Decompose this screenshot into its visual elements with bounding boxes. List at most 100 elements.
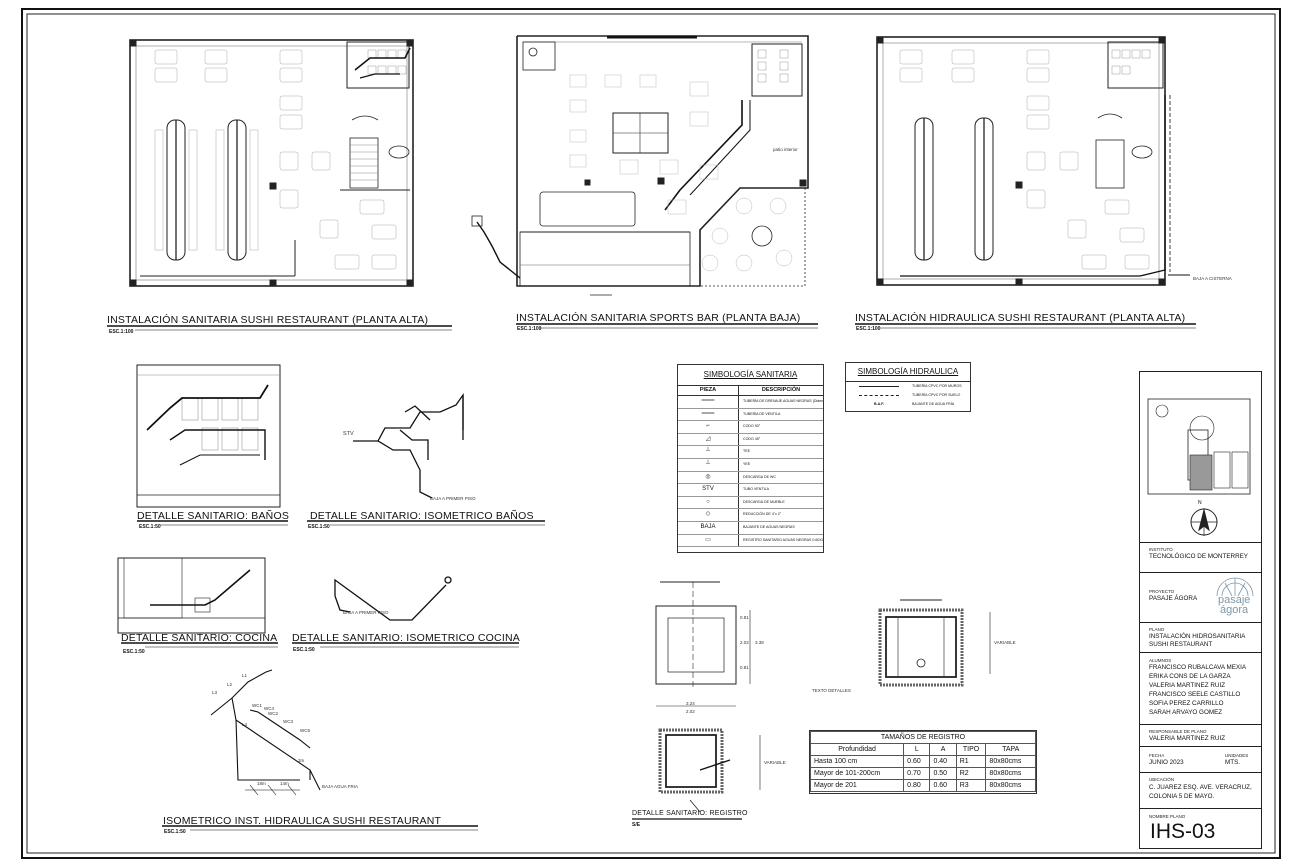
legend-sanitaria-row: STV TUBO VENTILA [678, 484, 823, 497]
legend-hidraulica-title: SIMBOLOGÍA HIDRAULICA [846, 363, 970, 382]
tb-ubicacion-line1: C. JUAREZ ESQ. AVE. VERACRUZ, [1149, 784, 1252, 791]
legend-sanitaria-row: ○DESCARGA DE MUEBLE [678, 496, 823, 510]
legend-description: TUBERÍA DE DRENAJE AGUAS NEGRAS (Diámetr… [743, 399, 823, 403]
registro-cell: 0.40 [929, 755, 957, 768]
tb-alumno-3: VALERIA MARTINEZ RUIZ [1149, 682, 1226, 689]
legend-symbol: STV [678, 484, 739, 496]
tb-responsable-label: RESPONSABLE DE PLANO [1149, 729, 1207, 734]
tb-nombre-plano: NOMBRE PLANO IHS-03 [1140, 808, 1261, 849]
legend-description: DESCARGA DE MUEBLE [743, 499, 785, 504]
note-stv: STV [343, 431, 354, 437]
iso-label-3m: 3m [298, 758, 305, 763]
tb-nombre-label: NOMBRE PLANO [1149, 814, 1186, 819]
title-plan-sanitaria-sushi: INSTALACIÓN SANITARIA SUSHI RESTAURANT (… [107, 314, 429, 326]
legend-hidraulica-symbol [846, 391, 912, 400]
registro-cell: 0.80 [903, 779, 931, 792]
tb-ubicacion: UBICACIÓN C. JUAREZ ESQ. AVE. VERACRUZ, … [1140, 772, 1261, 809]
title-plan-hidraulica-sushi: INSTALACIÓN HIDRAULICA SUSHI RESTAURANT … [855, 312, 1186, 324]
detail-cocina [117, 557, 266, 634]
tb-plano-line2: SUSHI RESTAURANT [1149, 641, 1213, 648]
north-label: N [1198, 500, 1202, 506]
tb-plano-line1: INSTALACIÓN HIDROSANITARIA [1149, 633, 1246, 640]
registro-cell: Hasta 100 cm [809, 755, 905, 768]
legend-description: CODO 90° [743, 424, 761, 429]
legend-hidraulica-row: TUBERÍA CPVC POR MUROS [846, 382, 970, 391]
scale-plan1: ESC.1:100 [109, 329, 134, 335]
dim-3-38: 3.38 [755, 640, 764, 645]
iso-label-l3: L3 [212, 690, 218, 695]
tb-fecha-value: JUNIO 2023 [1149, 759, 1184, 766]
iso-label-wc3: WC3 [283, 719, 293, 724]
logo-agora: ágora [1220, 604, 1249, 616]
legend-sanitaria-row: ═══TUBERÍA DE DRENAJE AGUAS NEGRAS (Diám… [678, 396, 823, 409]
dim-2-02: 2.02 [686, 709, 695, 714]
legend-symbol: ┴ [678, 458, 739, 471]
detail-iso-banos [353, 392, 464, 499]
tb-plano: PLANO INSTALACIÓN HIDROSANITARIA SUSHI R… [1140, 622, 1261, 653]
dim-0-81-b: 0.81 [740, 665, 749, 670]
legend-sanitaria-title: SIMBOLOGÍA SANITARIA [678, 365, 823, 386]
tb-alumno-5: SOFIA PEREZ CARRILLO [1149, 700, 1224, 707]
scale-iso-cocina: ESC.1:50 [293, 647, 315, 653]
registro-cell: R3 [955, 779, 987, 792]
tb-unidades-label: UNIDADES [1225, 753, 1249, 758]
scale-iso-hidraulica: ESC.1:50 [164, 829, 186, 835]
registro-cell: 80x80cms [985, 779, 1036, 792]
note-texto-detalles: TEXTO DETALLES [812, 688, 851, 693]
scale-plan3: ESC.1:100 [856, 326, 881, 332]
legend-description: REGISTRO SANITARIO AGUAS NEGRAS 0.60X0.8… [743, 537, 823, 542]
title-underlines [107, 323, 1196, 831]
tb-instituto: INSTITUTO TECNOLÓGICO DE MONTERREY [1140, 542, 1261, 573]
registro-cell: 80x80cms [985, 755, 1036, 768]
legend-description: BAJANTE DE AGUAS NEGRAS [743, 524, 795, 529]
legend-sanitaria-header: PIEZA DESCRIPCIÓN [678, 386, 823, 396]
dim-0-81-a: 0.81 [740, 615, 749, 620]
legend-description: REDUCCIÓN DE 4"x 2" [743, 512, 782, 517]
note-baja-primer-piso-2: BAJA A PRIMER PISO [343, 610, 389, 615]
tb-proyecto-label: PROYECTO [1149, 589, 1175, 594]
legend-sanitaria-row: ◇REDUCCIÓN DE 4"x 2" [678, 509, 823, 522]
legend-symbol: ◎ [678, 471, 739, 484]
legend-hidraulica-symbol [846, 382, 912, 391]
outer-border [21, 8, 1281, 859]
tb-proyecto-value: PASAJE ÁGORA [1149, 595, 1198, 602]
registro-cell: 80x80cms [985, 767, 1036, 780]
legend-hidraulica-description: TUBERÍA CPVC POR MUROS [912, 384, 962, 388]
title-iso-hidraulica: ISOMETRICO INST. HIDRAULICA SUSHI RESTAU… [163, 815, 442, 827]
detail-registro-plan [655, 581, 751, 707]
legend-description: TUBERÍA DE VENTILA [743, 411, 781, 416]
scale-iso-banos: ESC.1:50 [308, 524, 330, 530]
registro-cell: 0.60 [929, 779, 957, 792]
legend-symbol: ◿ [678, 433, 739, 446]
location-map [1147, 398, 1251, 495]
iso-label-14m: 14m [280, 781, 289, 786]
iso-label-l1: L1 [242, 673, 248, 678]
legend-hidraulica-row: B.A.F.BAJANTE DE AGUA FRÍA [846, 400, 970, 409]
registro-header-cell: TAPA [985, 743, 1036, 756]
legend-description: TUBO VENTILA [743, 487, 769, 492]
detail-registro-section [878, 599, 991, 687]
legend-symbol: ═══ [678, 408, 739, 421]
tb-instituto-value: TECNOLÓGICO DE MONTERREY [1149, 553, 1249, 560]
tb-responsable-value: VALERIA MARTINEZ RUIZ [1149, 735, 1226, 742]
legend-description: CODO 45° [743, 436, 761, 441]
note-patio-interior: patio interior [773, 147, 798, 152]
registro-header-cell: L [903, 743, 931, 756]
iso-label-wc1: WC1 [252, 703, 262, 708]
detail-iso-hidraulica [210, 669, 321, 796]
registro-header-cell: TIPO [955, 743, 987, 756]
registro-cell: 0.50 [929, 767, 957, 780]
detail-iso-cocina [334, 576, 452, 621]
legend-description: DESCARGA DE WC [743, 474, 776, 479]
tb-alumno-6: SARAH ARVAYO GOMEZ [1149, 709, 1223, 716]
plan-hidraulica-sushi [876, 36, 1190, 286]
iso-label-wc4: WC4 [264, 706, 274, 711]
dim-2-02-v: 2.02 [740, 640, 749, 645]
